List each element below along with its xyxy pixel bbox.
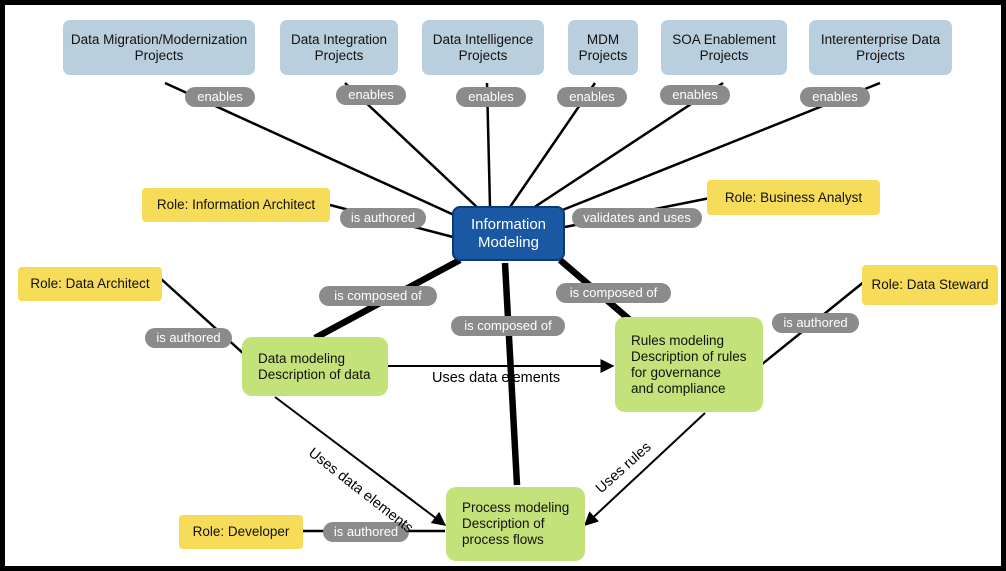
- edge-label-enables-6: enables: [800, 87, 870, 107]
- edge-label-developer: is authored: [323, 522, 409, 542]
- process-modeling-box: Process modeling Description of process …: [446, 487, 585, 561]
- project-box-data-migration: Data Migration/Modernization Projects: [63, 20, 255, 75]
- edge-label-enables-1: enables: [185, 87, 255, 107]
- edge-label-business-analyst: validates and uses: [572, 208, 702, 228]
- project-box-data-integration: Data Integration Projects: [280, 20, 398, 75]
- rules-modeling-box: Rules modeling Description of rules for …: [615, 317, 763, 412]
- project-box-data-intelligence: Data Intelligence Projects: [422, 20, 544, 75]
- role-data-steward: Role: Data Steward: [862, 265, 998, 305]
- arrow-data-to-process: [274, 396, 447, 526]
- role-information-architect: Role: Information Architect: [142, 188, 330, 222]
- role-business-analyst: Role: Business Analyst: [707, 180, 880, 215]
- edge-label-data-architect: is authored: [145, 328, 232, 348]
- edge-label-enables-5: enables: [660, 85, 730, 105]
- edge-label-enables-4: enables: [557, 87, 627, 107]
- project-box-soa-enablement: SOA Enablement Projects: [661, 20, 787, 75]
- project-box-mdm: MDM Projects: [568, 20, 638, 75]
- arrow-rules-to-process: [583, 412, 706, 526]
- edge-label-composed-rules: is composed of: [556, 283, 671, 303]
- edge-label-info-architect: is authored: [340, 208, 426, 228]
- edge-label-enables-3: enables: [456, 87, 526, 107]
- edge-label-composed-process: is composed of: [451, 316, 565, 336]
- edge-label-enables-2: enables: [336, 85, 406, 105]
- diagram-canvas: Data Migration/Modernization Projects Da…: [5, 5, 1001, 566]
- edge-label-data-steward: is authored: [772, 313, 859, 333]
- project-box-interenterprise-data: Interenterprise Data Projects: [809, 20, 952, 75]
- edge-label-composed-data: is composed of: [319, 286, 437, 306]
- relation-label-data-to-rules: Uses data elements: [432, 370, 561, 386]
- information-modeling-box: Information Modeling: [452, 206, 565, 261]
- edge-compose-process: [501, 262, 521, 486]
- data-modeling-box: Data modeling Description of data: [242, 337, 388, 396]
- role-developer: Role: Developer: [179, 515, 303, 549]
- role-data-architect: Role: Data Architect: [18, 267, 162, 301]
